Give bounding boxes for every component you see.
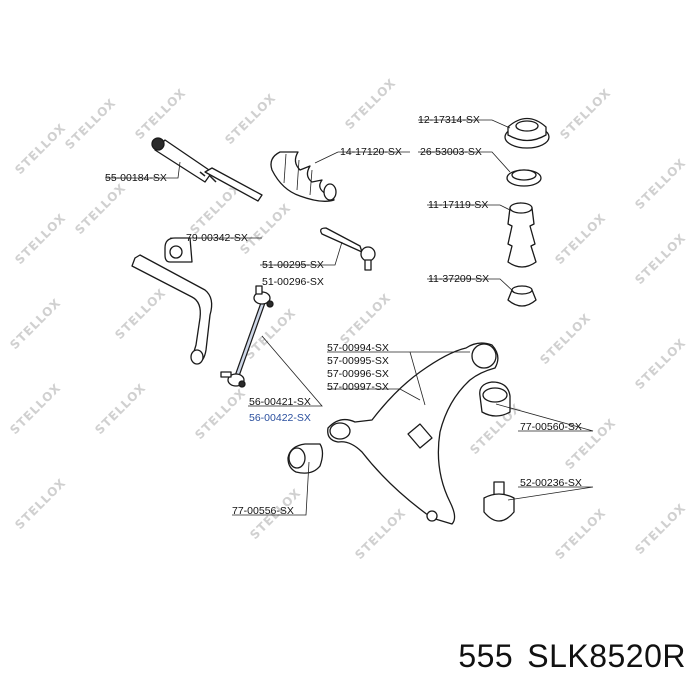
watermark: STELLOX <box>552 211 609 268</box>
steering-boot-drawing <box>270 151 337 202</box>
label-control-arm-4: 57-00997-SX <box>327 381 389 393</box>
watermark: STELLOX <box>557 86 614 143</box>
watermark: STELLOX <box>222 91 279 148</box>
label-strut-bearing: 26-53003-SX <box>420 146 482 158</box>
ball-joint-drawing <box>483 481 515 522</box>
arm-bushing-rear-drawing <box>479 381 511 417</box>
label-stabilizer-link-2: 56-00422-SX <box>249 412 311 424</box>
watermark: STELLOX <box>632 231 689 288</box>
strut-boot-drawing <box>507 202 537 268</box>
label-stabilizer-bushing: 79-00342-SX <box>186 232 248 244</box>
watermark: STELLOX <box>12 121 69 178</box>
label-tie-rod-end-2: 51-00296-SX <box>262 276 324 288</box>
label-arm-bushing-rear: 77-00560-SX <box>520 421 582 433</box>
stabilizer-link-drawing <box>220 285 274 388</box>
watermark: STELLOX <box>7 381 64 438</box>
watermark: STELLOX <box>632 156 689 213</box>
watermark: STELLOX <box>632 336 689 393</box>
label-strut-boot: 11-17119-SX <box>428 199 488 211</box>
label-ball-joint: 52-00236-SX <box>520 477 582 489</box>
watermark: STELLOX <box>92 381 149 438</box>
part-number: SLK8520R <box>527 638 686 674</box>
watermark: STELLOX <box>352 506 409 563</box>
watermark: STELLOX <box>62 96 119 153</box>
strut-mount-drawing <box>504 117 550 149</box>
watermark: STELLOX <box>337 291 394 348</box>
watermark: STELLOX <box>552 506 609 563</box>
tie-rod-drawing <box>151 137 263 202</box>
stabilizer-bar-drawing <box>131 254 213 365</box>
strut-bearing-drawing <box>506 169 542 187</box>
watermark: STELLOX <box>342 76 399 133</box>
label-tie-rod: 55-00184-SX <box>105 172 167 184</box>
brand-code: 555 <box>458 638 514 674</box>
label-control-arm-1: 57-00994-SX <box>327 342 389 354</box>
label-control-arm-2: 57-00995-SX <box>327 355 389 367</box>
bump-stop-drawing <box>507 285 537 307</box>
watermark: STELLOX <box>12 211 69 268</box>
watermark: STELLOX <box>132 86 189 143</box>
watermark: STELLOX <box>72 181 129 238</box>
label-tie-rod-end-1: 51-00295-SX <box>262 259 324 271</box>
watermark: STELLOX <box>112 286 169 343</box>
leader-lines <box>105 119 594 516</box>
watermark: STELLOX <box>632 501 689 558</box>
watermark: STELLOX <box>537 311 594 368</box>
part-number-caption: 555 SLK8520R <box>458 638 686 675</box>
watermark: STELLOX <box>192 386 249 443</box>
control-arm-drawing <box>327 342 499 525</box>
label-steering-boot: 14-17120-SX <box>340 146 402 158</box>
tie-rod-end-drawing <box>320 227 376 271</box>
watermark: STELLOX <box>7 296 64 353</box>
label-bump-stop: 11-37209-SX <box>428 273 489 285</box>
label-arm-bushing-front: 77-00556-SX <box>232 505 294 517</box>
stabilizer-bushing-drawing <box>164 237 193 263</box>
arm-bushing-front-drawing <box>287 443 324 474</box>
label-control-arm-3: 57-00996-SX <box>327 368 389 380</box>
label-stabilizer-link-1: 56-00421-SX <box>249 396 311 408</box>
watermark: STELLOX <box>12 476 69 533</box>
watermark: STELLOX <box>237 201 294 258</box>
label-strut-mount: 12-17314-SX <box>418 114 480 126</box>
part-labels: 55-00184-SX 14-17120-SX 12-17314-SX 26-5… <box>105 114 582 517</box>
